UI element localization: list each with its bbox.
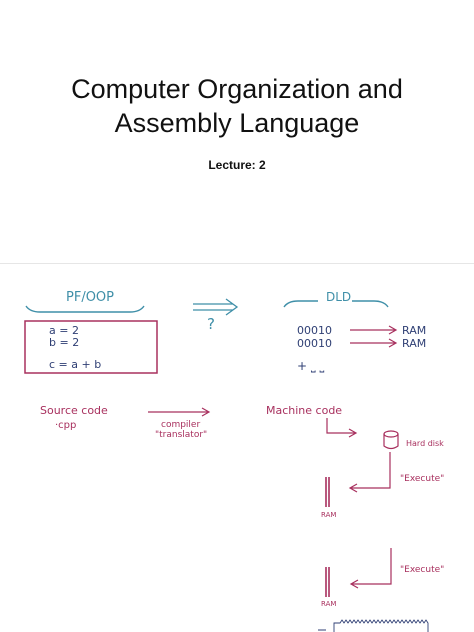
arrow-right-icon — [350, 338, 398, 348]
hard-disk-label: Hard disk — [406, 439, 444, 448]
code-line-b: b = 2 — [49, 336, 79, 349]
double-arrow-icon — [193, 298, 239, 316]
execute-arrow-icon — [348, 452, 391, 493]
wavy-box-sketch — [333, 619, 429, 632]
code-box — [24, 320, 158, 374]
code-line-c: c = a + b — [49, 358, 101, 371]
compiler-label: compiler — [161, 420, 200, 430]
code-line-a: a = 2 — [49, 324, 79, 337]
dld-heading: DLD — [326, 290, 351, 304]
slide-title-line-1: Computer Organization and — [71, 74, 403, 104]
whiteboard-sketch: PF/OOP ? DLD a = 2 b = 2 c = a + b 00010… — [24, 290, 444, 632]
hard-disk-icon — [383, 430, 399, 450]
machine-code-label: Machine code — [266, 404, 342, 417]
ram-label-exec-1: RAM — [321, 511, 336, 519]
arrow-down-right-icon — [326, 418, 358, 438]
cpp-label: ·cpp — [55, 420, 76, 431]
ram-stick-icon — [325, 567, 330, 597]
slide-title: Computer Organization and Assembly Langu… — [0, 72, 474, 140]
plus-row: + ⎵ ⎵ — [297, 359, 324, 373]
binary-row-2: 00010 — [297, 337, 332, 350]
page-divider — [0, 263, 474, 264]
translator-label: "translator" — [155, 430, 207, 440]
binary-row-1: 00010 — [297, 324, 332, 337]
pf-oop-brace — [25, 305, 145, 313]
source-code-label: Source code — [40, 404, 108, 417]
question-mark: ? — [207, 315, 215, 333]
execute-label-1: "Execute" — [400, 474, 444, 484]
execute-label-2: "Execute" — [400, 565, 444, 575]
arrow-right-icon — [350, 325, 398, 335]
ram-label-1: RAM — [402, 324, 426, 337]
ram-label-2: RAM — [402, 337, 426, 350]
ram-stick-icon — [325, 477, 330, 507]
slide-subtitle: Lecture: 2 — [208, 158, 266, 172]
ram-label-exec-2: RAM — [321, 600, 336, 608]
pf-oop-heading: PF/OOP — [66, 290, 114, 305]
arrow-right-icon — [148, 407, 211, 417]
execute-arrow-icon — [349, 548, 392, 589]
slide-title-area: Computer Organization and Assembly Langu… — [0, 0, 474, 262]
slide-title-line-2: Assembly Language — [114, 108, 360, 138]
dld-brace — [283, 300, 389, 308]
